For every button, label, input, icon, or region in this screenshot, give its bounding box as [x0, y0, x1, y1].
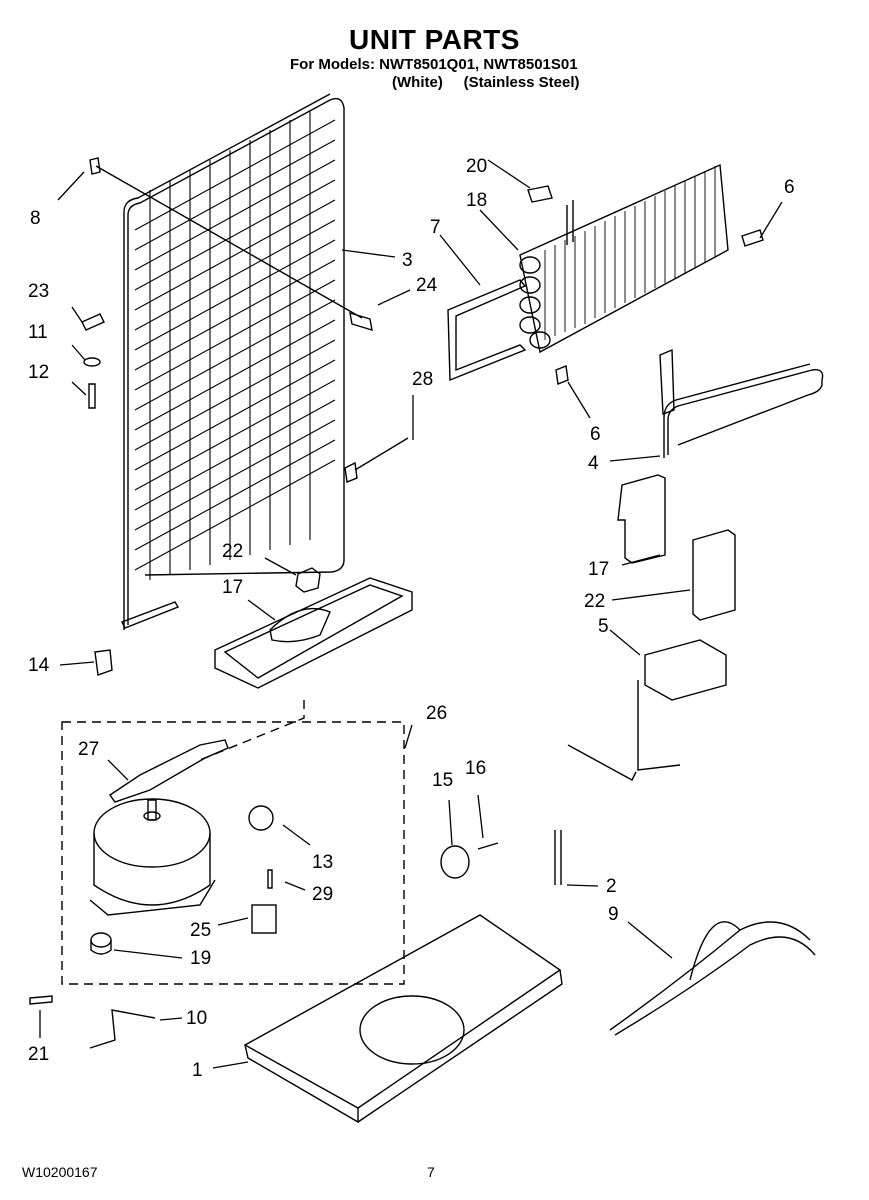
callout-29: 27 [78, 739, 99, 760]
models-line: For Models: NWT8501Q01, NWT8501S01 [290, 56, 578, 73]
callout-11: 10 [186, 1008, 207, 1029]
condenser-coil [121, 93, 345, 630]
callout-1: 1 [192, 1060, 203, 1081]
insulation-pads [617, 474, 736, 621]
callout-7: 7 [430, 217, 441, 238]
small-parts [29, 157, 764, 1049]
callout-12: 11 [28, 322, 48, 343]
callout-24: 22 [222, 541, 243, 562]
callout-16: 14 [28, 655, 50, 676]
callout-17: 15 [432, 770, 453, 791]
callout-25: 23 [28, 281, 49, 302]
variants-line: (White) (Stainless Steel) [392, 74, 580, 91]
callout-10: 8 [30, 208, 41, 229]
callout-30: 28 [412, 369, 433, 390]
callout-4: 4 [588, 453, 599, 474]
callout-28: 26 [426, 703, 447, 724]
defrost-heater [659, 348, 824, 458]
page-number: 7 [427, 1164, 435, 1180]
wire-harness [609, 921, 816, 1036]
compressor-grommet [90, 932, 112, 955]
callout-19: 17 [588, 559, 609, 580]
page-title: UNIT PARTS [349, 24, 520, 55]
callout-26: 24 [416, 275, 438, 296]
roller-assembly [440, 830, 562, 885]
relay-overload [248, 805, 277, 934]
compressor [89, 798, 216, 916]
callout-3: 3 [402, 250, 413, 271]
callout-31: 29 [312, 884, 333, 905]
callout-22: 21 [28, 1044, 49, 1065]
callout-5: 5 [598, 616, 609, 637]
callout-labels: 8 3 24 23 11 12 28 22 17 14 26 27 13 29 … [28, 156, 795, 1081]
callout-20: 18 [466, 190, 487, 211]
evaporator-bracket [447, 279, 527, 382]
callout-14: 19 [190, 948, 211, 969]
callout-15: 13 [312, 852, 333, 873]
callout-18: 16 [465, 758, 486, 779]
callout-21: 20 [466, 156, 487, 177]
callout-23: 22 [584, 591, 605, 612]
drain-tube [567, 639, 727, 781]
callout-13: 12 [28, 362, 49, 383]
evaporator [519, 163, 729, 354]
filter-drier [109, 739, 229, 803]
callout-8: 17 [222, 577, 243, 598]
callout-9: 9 [608, 904, 619, 925]
compressor-kit-box [61, 721, 405, 985]
callout-6-top: 6 [784, 177, 795, 198]
leader-lines [39, 159, 783, 1069]
drain-pan [214, 567, 413, 689]
callout-6-bottom: 6 [590, 424, 601, 445]
callout-27: 25 [190, 920, 211, 941]
callout-2: 2 [606, 876, 617, 897]
document-number: W10200167 [22, 1164, 98, 1180]
base-plate [243, 914, 563, 1124]
